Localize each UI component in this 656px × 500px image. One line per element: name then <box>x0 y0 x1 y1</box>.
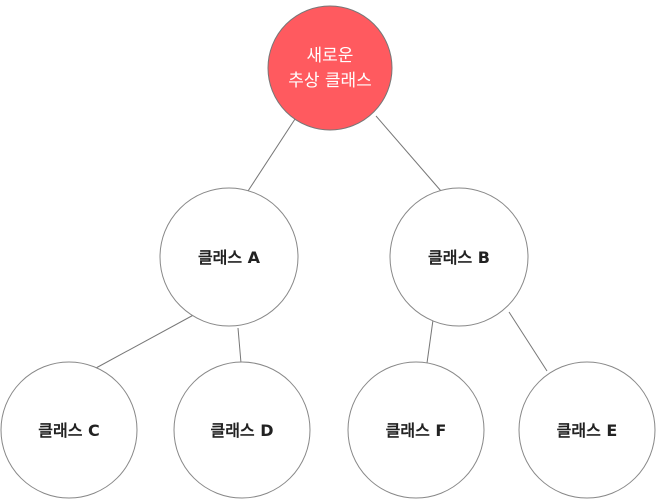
node-c: 클래스 C <box>0 361 138 499</box>
node-root-label-line2: 추상 클래스 <box>288 71 372 91</box>
node-c-circle <box>0 361 138 499</box>
node-d-label: 클래스 D <box>210 421 273 440</box>
edges <box>95 115 548 372</box>
node-root-circle <box>267 5 393 131</box>
node-a: 클래스 A <box>159 187 299 327</box>
node-d-circle <box>173 361 311 499</box>
node-c-label: 클래스 C <box>38 421 99 440</box>
node-f-circle <box>347 361 485 499</box>
node-a-label: 클래스 A <box>198 248 261 267</box>
edge-root-b <box>375 115 442 192</box>
edge-b-e <box>508 311 548 372</box>
node-b-label: 클래스 B <box>428 248 490 267</box>
node-b-circle <box>389 187 529 327</box>
edge-root-a <box>247 115 298 192</box>
node-e: 클래스 E <box>518 361 656 499</box>
node-f: 클래스 F <box>347 361 485 499</box>
edge-a-c <box>95 311 200 369</box>
node-root-label-line1: 새로운 <box>307 46 354 66</box>
node-root: 새로운 추상 클래스 <box>267 5 393 131</box>
node-e-label: 클래스 E <box>557 421 618 440</box>
edge-a-d <box>237 327 242 364</box>
node-a-circle <box>159 187 299 327</box>
node-f-label: 클래스 F <box>386 421 447 440</box>
node-b: 클래스 B <box>389 187 529 327</box>
node-e-circle <box>518 361 656 499</box>
node-d: 클래스 D <box>173 361 311 499</box>
edge-b-f <box>426 319 434 364</box>
